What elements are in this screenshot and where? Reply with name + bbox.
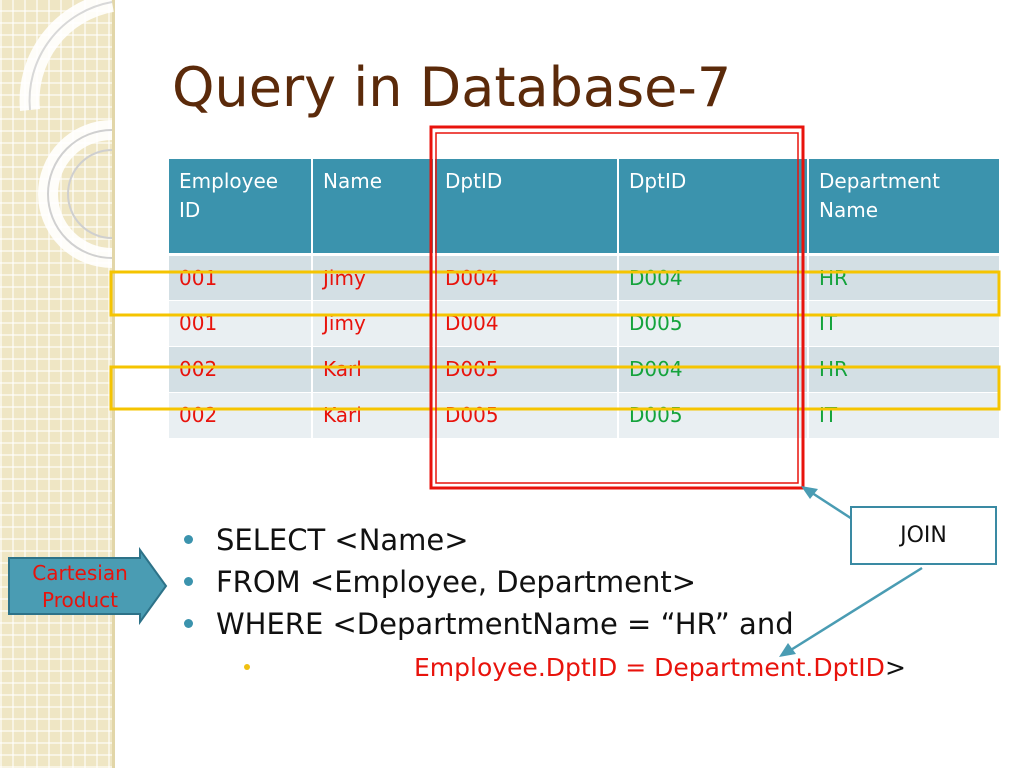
bullet-select: SELECT <Name> bbox=[182, 519, 794, 561]
from-clause: FROM <Employee, Department> bbox=[216, 565, 697, 599]
cell-department-name: IT bbox=[808, 392, 999, 439]
join-label-box: JOIN bbox=[850, 506, 997, 565]
cell-dptid-employee: D005 bbox=[434, 346, 619, 393]
table-row: 002 Karl D005 D005 IT bbox=[169, 392, 999, 439]
join-result-table: Employee ID Name DptID DptID Department … bbox=[169, 159, 999, 439]
header-dptid-department: DptID bbox=[618, 159, 809, 256]
cell-employee-id: 001 bbox=[169, 300, 313, 347]
cell-dptid-department: D005 bbox=[618, 300, 809, 347]
cell-name: Jimy bbox=[312, 300, 435, 347]
header-name: Name bbox=[312, 159, 435, 256]
cell-name: Karl bbox=[312, 346, 435, 393]
where-clause: WHERE <DepartmentName = “HR” and bbox=[216, 607, 794, 641]
left-strip-edge bbox=[112, 0, 115, 768]
join-arrow-to-table-head bbox=[801, 486, 818, 499]
cartesian-product-label: Cartesian Product bbox=[32, 561, 128, 612]
select-clause: SELECT <Name> bbox=[216, 523, 469, 557]
cell-dptid-department: D005 bbox=[618, 392, 809, 439]
join-arrow-to-condition bbox=[785, 566, 923, 655]
cell-employee-id: 001 bbox=[169, 254, 313, 301]
table-row: 001 Jimy D004 D004 HR bbox=[169, 254, 999, 301]
sub-bullet-dot-icon bbox=[244, 664, 250, 670]
bullet-from: FROM <Employee, Department> bbox=[182, 561, 794, 603]
bullet-where: WHERE <DepartmentName = “HR” and bbox=[182, 603, 794, 645]
cell-name: Karl bbox=[312, 392, 435, 439]
cell-department-name: IT bbox=[808, 300, 999, 347]
cell-employee-id: 002 bbox=[169, 346, 313, 393]
join-condition: Employee.DptID = Department.DptID bbox=[414, 653, 885, 682]
bullet-dot-icon bbox=[184, 535, 193, 544]
slide-title: Query in Database-7 bbox=[172, 56, 732, 119]
cell-dptid-employee: D004 bbox=[434, 254, 619, 301]
header-dptid-employee: DptID bbox=[434, 159, 619, 256]
cell-name: Jimy bbox=[312, 254, 435, 301]
join-condition-line: Employee.DptID = Department.DptID> bbox=[414, 650, 906, 686]
where-close-bracket: > bbox=[884, 653, 906, 682]
cell-dptid-department: D004 bbox=[618, 254, 809, 301]
table-row: 002 Karl D005 D004 HR bbox=[169, 346, 999, 393]
header-department-name: Department Name bbox=[808, 159, 999, 256]
left-pattern-strip bbox=[0, 0, 112, 768]
header-employee-id: Employee ID bbox=[169, 159, 313, 256]
sql-query-bullets: SELECT <Name> FROM <Employee, Department… bbox=[182, 519, 794, 645]
cell-employee-id: 002 bbox=[169, 392, 313, 439]
bullet-dot-icon bbox=[184, 577, 193, 586]
cell-department-name: HR bbox=[808, 254, 999, 301]
cell-dptid-department: D004 bbox=[618, 346, 809, 393]
bullet-dot-icon bbox=[184, 619, 193, 628]
table-header-row: Employee ID Name DptID DptID Department … bbox=[169, 159, 999, 256]
table-row: 001 Jimy D004 D005 IT bbox=[169, 300, 999, 347]
cell-dptid-employee: D004 bbox=[434, 300, 619, 347]
cell-department-name: HR bbox=[808, 346, 999, 393]
cell-dptid-employee: D005 bbox=[434, 392, 619, 439]
